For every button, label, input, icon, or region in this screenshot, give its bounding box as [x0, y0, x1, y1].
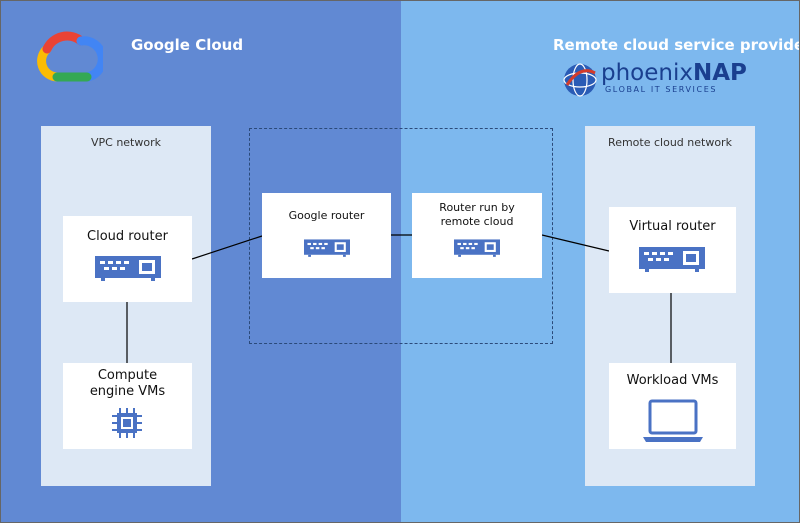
google-router-label: Google router	[288, 209, 365, 222]
virtual-router-label: Virtual router	[629, 219, 716, 234]
remote-cloud-router-label-line1: Router run by	[439, 201, 515, 214]
workload-vms-box: Workload VMs	[609, 363, 736, 449]
vpc-network-label: VPC network	[90, 136, 161, 149]
cloud-router-box: Cloud router	[63, 216, 192, 302]
workload-vms-label: Workload VMs	[626, 373, 719, 388]
compute-engine-vms-label-line2: engine VMs	[89, 384, 166, 399]
router-icon	[304, 239, 350, 258]
line-remote-to-virtual-router	[541, 234, 610, 252]
router-icon	[454, 239, 500, 258]
remote-cloud-network-label: Remote cloud network	[608, 136, 732, 149]
chip-icon	[111, 407, 143, 439]
cloud-router-label: Cloud router	[87, 229, 168, 244]
router-icon	[639, 247, 705, 273]
laptop-icon	[642, 399, 704, 443]
remote-cloud-router-label-line2: remote cloud	[440, 215, 514, 228]
google-cloud-logo	[37, 31, 103, 83]
globe-icon	[563, 63, 597, 97]
brand-name-phoenix: phoenix	[601, 60, 693, 86]
google-cloud-title: Google Cloud	[131, 36, 244, 54]
router-icon	[95, 256, 161, 282]
compute-engine-vms-box: Compute engine VMs	[63, 363, 192, 449]
virtual-router-box: Virtual router	[609, 207, 736, 293]
google-router-box: Google router	[262, 193, 391, 278]
compute-engine-vms-label-line1: Compute	[97, 368, 158, 383]
phoenixnap-logo: phoenixNAP GLOBAL IT SERVICES	[561, 60, 771, 99]
line-cloud-to-google-router	[191, 235, 263, 260]
interconnect-boundary	[249, 128, 553, 344]
remote-cloud-router-box: Router run by remote cloud	[412, 193, 542, 278]
remote-provider-title: Remote cloud service provider	[553, 36, 800, 54]
brand-name-nap: NAP	[692, 60, 747, 86]
brand-tagline: GLOBAL IT SERVICES	[605, 85, 718, 94]
